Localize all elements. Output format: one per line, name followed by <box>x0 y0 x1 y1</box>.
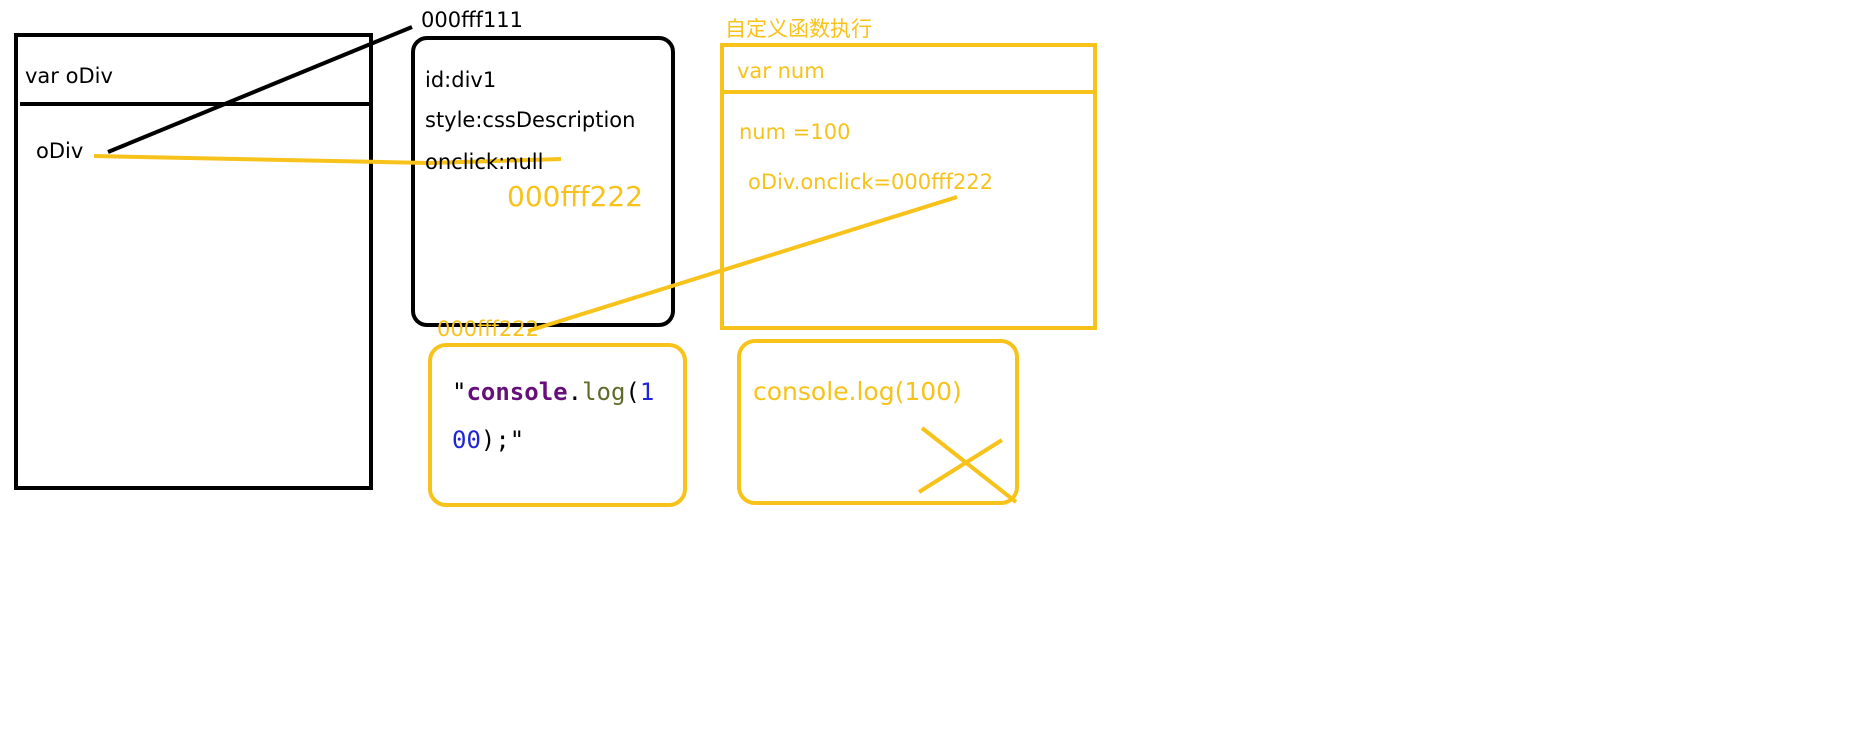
code-tail: );" <box>480 426 525 454</box>
cross-mark-line-2 <box>917 438 1004 494</box>
code-paren-open: ( <box>625 378 640 406</box>
stack-variable-label: oDiv <box>36 139 84 163</box>
execution-assignment-num: num =100 <box>739 120 851 144</box>
stack-frame-header: var oDiv <box>25 64 113 88</box>
function-heap-address: 000fff222 <box>437 317 540 341</box>
heap-property-onclick: onclick:null <box>425 150 544 174</box>
output-console-text: console.log(100) <box>753 377 962 406</box>
function-heap-box <box>428 343 687 507</box>
heap-address-label: 000fff111 <box>421 8 524 32</box>
heap-property-style: style:cssDescription <box>425 108 636 132</box>
code-number-part1: 1 <box>639 378 655 406</box>
execution-title: 自定义函数执行 <box>725 17 872 41</box>
pointer-onclick-to-function <box>527 195 958 333</box>
code-dot: . <box>567 378 583 406</box>
pointer-odiv-to-heap <box>107 25 413 154</box>
cross-mark-line-1 <box>920 426 1018 504</box>
function-code-line-1: "console.log(1 <box>452 380 654 404</box>
output-box <box>737 339 1019 505</box>
execution-var-declaration: var num <box>737 59 825 83</box>
code-open-quote: " <box>452 378 467 406</box>
onclick-new-value: 000fff222 <box>507 180 644 213</box>
code-number-part2: 00 <box>452 426 481 454</box>
stack-frame-box <box>14 33 373 490</box>
null-strike-line <box>427 157 562 165</box>
execution-context-box <box>720 43 1097 330</box>
function-code-line-2: 00);" <box>452 428 524 452</box>
heap-property-id: id:div1 <box>425 68 497 92</box>
code-method: log <box>582 378 626 406</box>
execution-assignment-onclick: oDiv.onclick=000fff222 <box>748 170 994 194</box>
pointer-odiv-to-onclick <box>93 154 429 165</box>
code-keyword: console <box>466 378 568 406</box>
